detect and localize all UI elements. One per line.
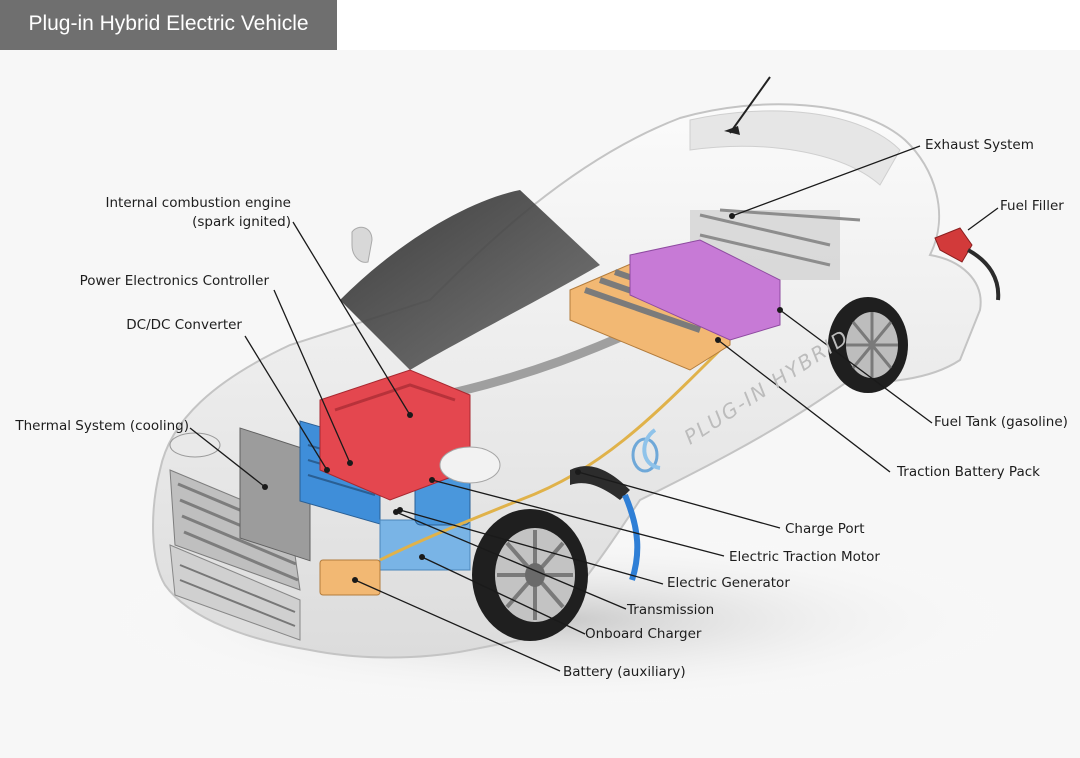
badge-logo xyxy=(642,428,661,470)
diagram-title: Plug-in Hybrid Electric Vehicle xyxy=(28,12,309,35)
label-traction-motor: Electric Traction Motor xyxy=(729,549,880,565)
label-onboard-charger: Onboard Charger xyxy=(585,626,702,642)
leader-generator xyxy=(399,509,664,585)
radiator xyxy=(239,427,311,562)
leader-exhaust xyxy=(731,145,921,217)
label-generator: Electric Generator xyxy=(667,575,790,591)
title-bar: Plug-in Hybrid Electric Vehicle xyxy=(0,0,337,50)
coolant-reservoir xyxy=(439,446,501,484)
side-mirror xyxy=(351,226,373,263)
leader-thermal xyxy=(189,427,266,488)
label-battery-aux: Battery (auxiliary) xyxy=(563,664,686,680)
wiring xyxy=(379,348,722,562)
onboard-charger-box xyxy=(379,519,471,571)
front-grille xyxy=(169,469,301,641)
headlight xyxy=(169,432,221,458)
leader-traction-motor xyxy=(431,479,725,557)
rear-wheel xyxy=(828,297,908,393)
label-thermal: Thermal System (cooling) xyxy=(15,418,189,434)
leader-transmission xyxy=(395,511,627,610)
leader-fuel-tank xyxy=(779,309,933,424)
windshield xyxy=(340,190,600,370)
leader-battery-aux xyxy=(354,579,561,672)
leader-ice xyxy=(292,221,411,416)
front-wheel xyxy=(472,509,588,641)
fuel-tank xyxy=(629,239,781,341)
label-ice: Internal combustion engine (spark ignite… xyxy=(105,194,291,232)
label-ice-line2: (spark ignited) xyxy=(192,214,291,230)
label-ice-line1: Internal combustion engine xyxy=(105,195,291,211)
label-fuel-tank: Fuel Tank (gasoline) xyxy=(934,414,1068,430)
label-power-electronics: Power Electronics Controller xyxy=(79,273,269,289)
leader-charge-port xyxy=(577,471,781,529)
label-traction-battery: Traction Battery Pack xyxy=(897,464,1040,480)
leader-dots xyxy=(262,213,783,583)
leader-onboard-charger xyxy=(421,556,586,635)
label-fuel-filler: Fuel Filler xyxy=(1000,198,1064,214)
leader-lines xyxy=(189,145,999,672)
label-dcdc: DC/DC Converter xyxy=(126,317,242,333)
label-charge-port: Charge Port xyxy=(785,521,865,537)
leader-dcdc xyxy=(244,335,328,471)
fuel-nozzle xyxy=(934,227,1001,301)
leader-traction-battery xyxy=(717,339,891,473)
aux-battery xyxy=(319,559,381,596)
antenna xyxy=(729,76,771,134)
label-exhaust: Exhaust System xyxy=(925,137,1034,153)
leader-fuel-filler xyxy=(967,207,999,231)
leader-pec xyxy=(273,289,351,464)
roof xyxy=(689,110,901,186)
label-transmission: Transmission xyxy=(627,602,715,618)
